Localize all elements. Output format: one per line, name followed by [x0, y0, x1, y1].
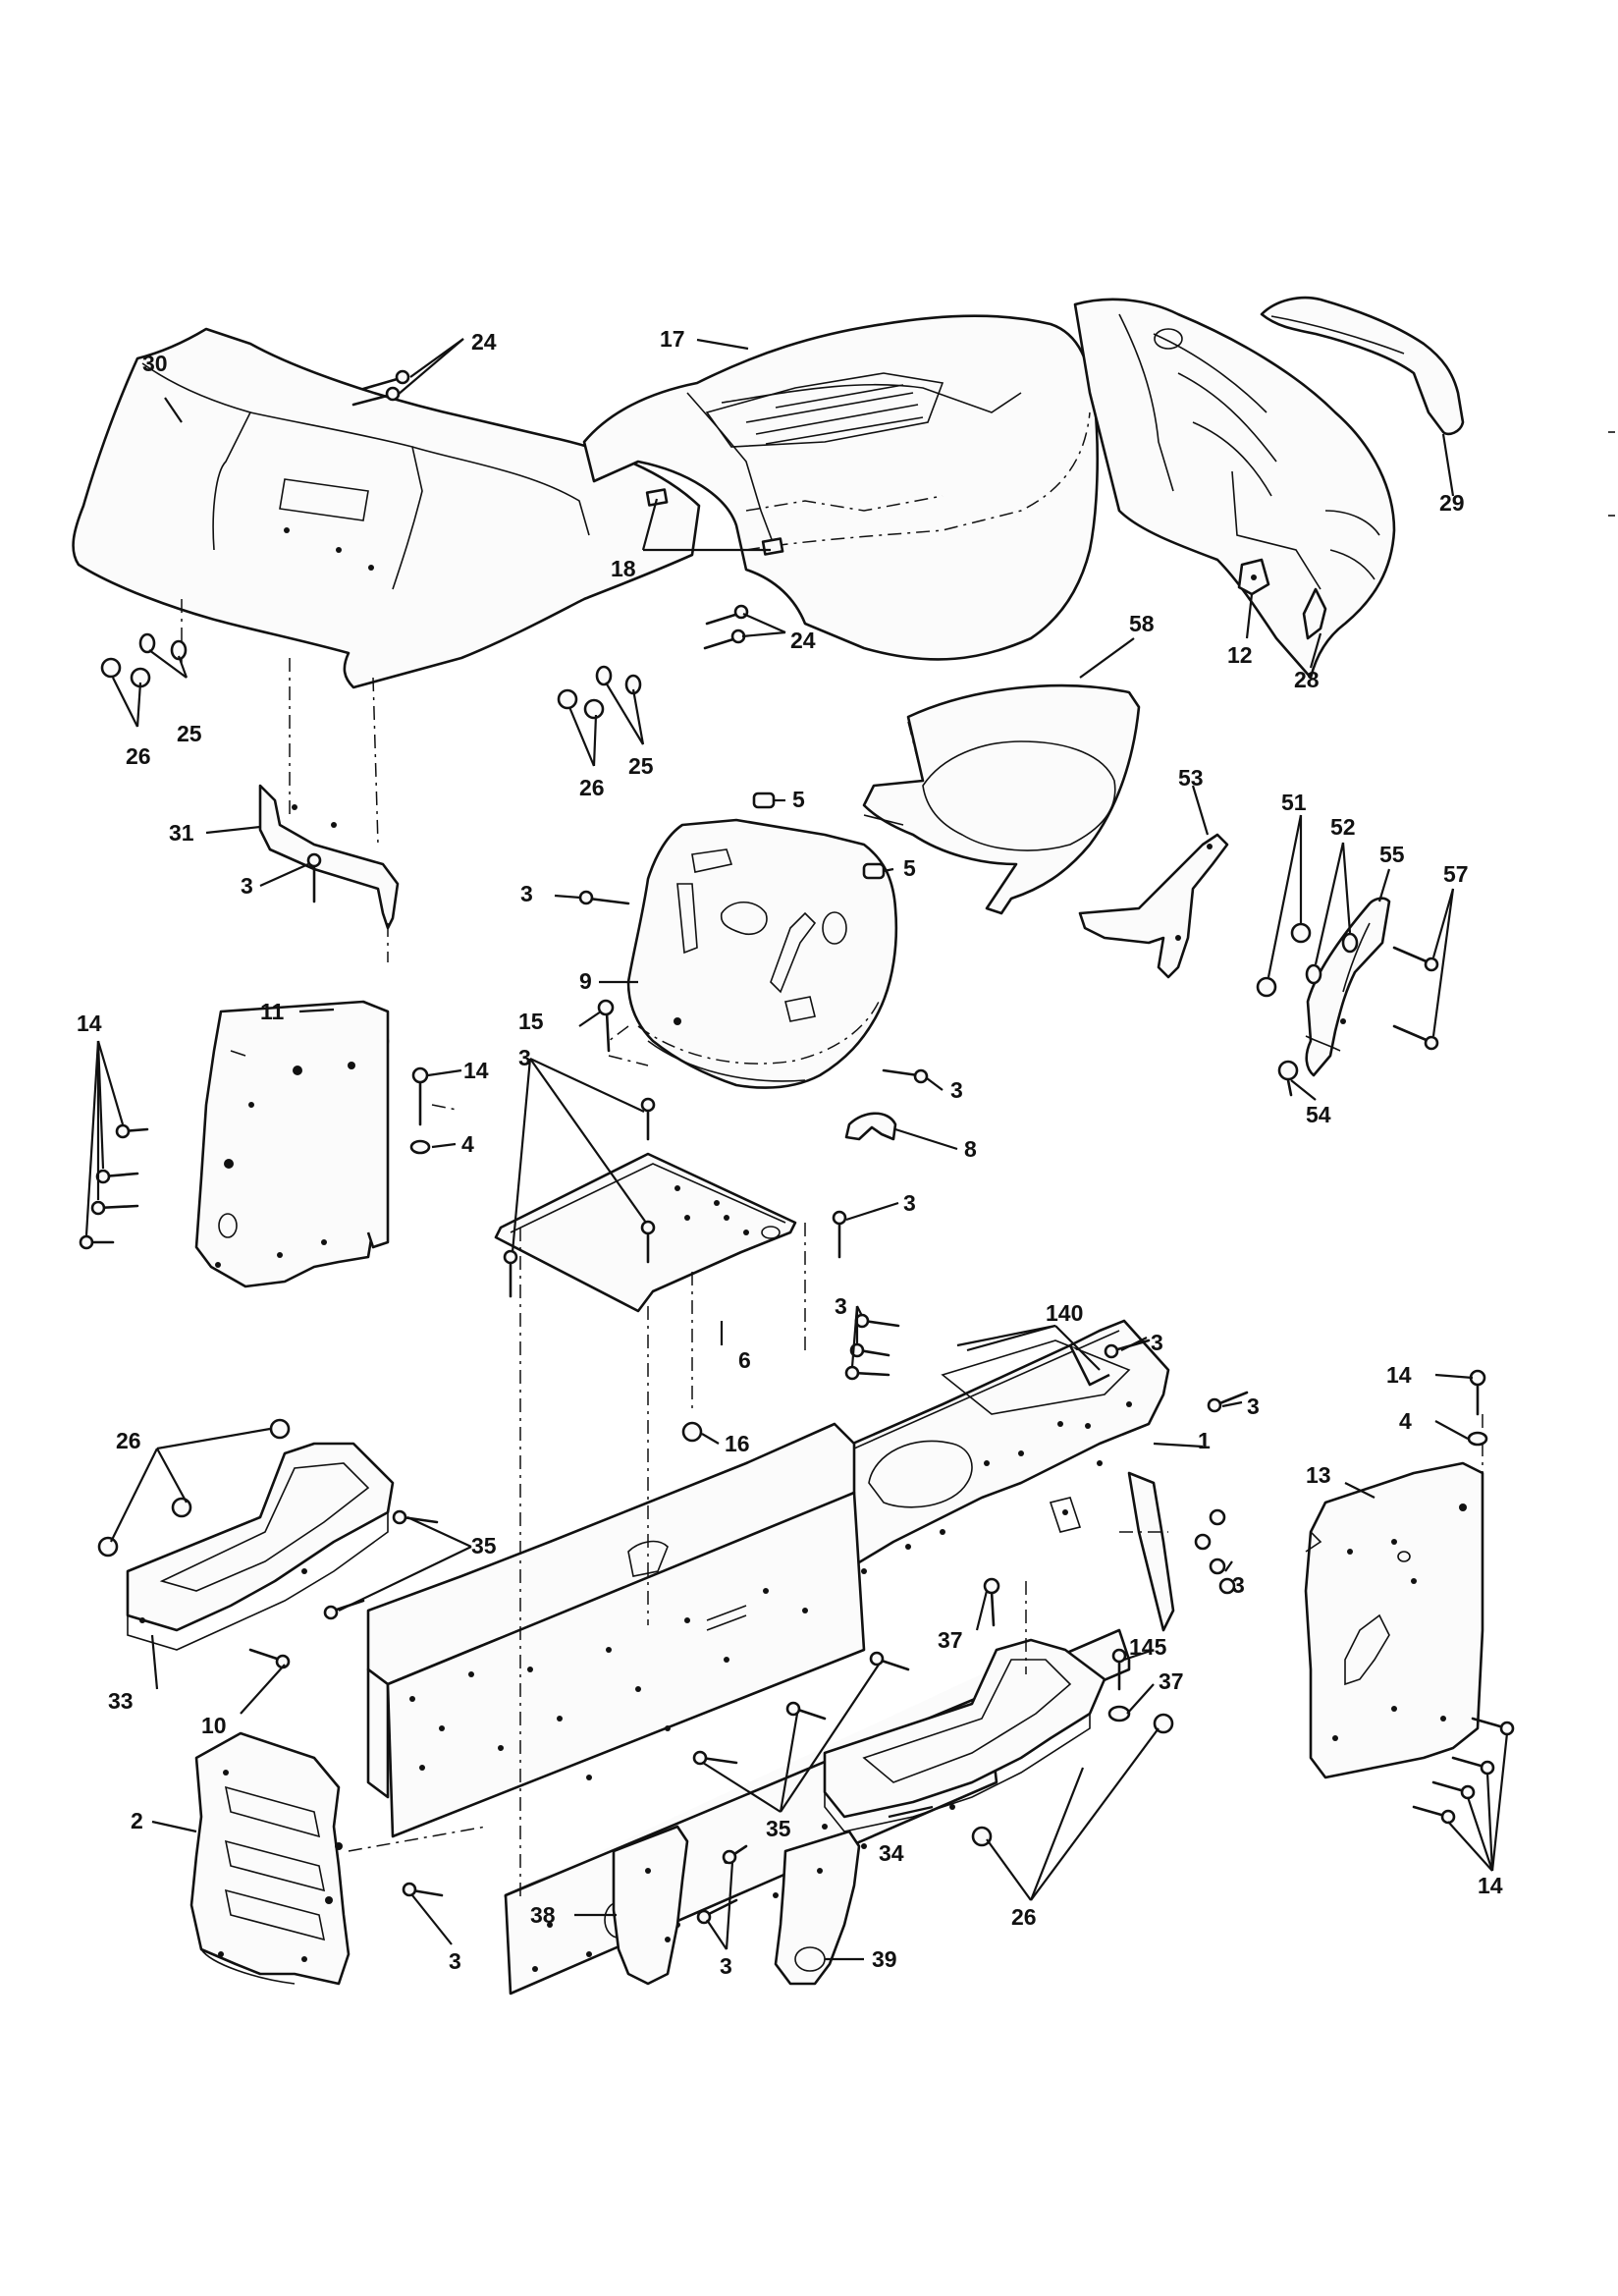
callout-6: 6 — [738, 1347, 751, 1373]
callout-31: 31 — [169, 820, 194, 846]
callout-55: 55 — [1379, 842, 1405, 867]
part-bracket-39 — [774, 1830, 861, 1986]
callout-33: 33 — [108, 1688, 134, 1714]
centerlines — [181, 599, 1483, 1900]
callout-3: 3 — [449, 1948, 461, 1974]
part-shroud — [862, 683, 1141, 915]
callout-2: 2 — [131, 1808, 143, 1833]
callout-9: 9 — [579, 968, 592, 994]
callout-11: 11 — [260, 999, 285, 1024]
part-footrest-left — [126, 1442, 395, 1651]
callout-14: 14 — [1478, 1873, 1503, 1898]
callout-15: 15 — [518, 1009, 544, 1034]
edge-marks — [1608, 431, 1615, 517]
callout-38: 38 — [530, 1902, 556, 1928]
callout-3: 3 — [1232, 1572, 1245, 1598]
callout-26: 26 — [116, 1428, 141, 1453]
callout-12: 12 — [1227, 642, 1253, 668]
part-hood-side — [1073, 298, 1396, 680]
callout-51: 51 — [1281, 790, 1307, 815]
part-footrest-right — [823, 1638, 1106, 1832]
callout-3: 3 — [1151, 1330, 1163, 1355]
callout-53: 53 — [1178, 765, 1204, 791]
callout-35: 35 — [471, 1533, 497, 1558]
callout-18: 18 — [611, 556, 636, 581]
callout-26: 26 — [126, 743, 151, 769]
fastener-bolts — [79, 369, 1515, 1925]
callout-30: 30 — [142, 351, 168, 376]
part-side-panel-left — [194, 1000, 390, 1288]
part-hood — [582, 314, 1100, 661]
callout-5: 5 — [903, 855, 916, 881]
callout-25: 25 — [628, 753, 654, 779]
part-side-panel-right — [1304, 1461, 1484, 1779]
callout-3: 3 — [520, 881, 533, 906]
callout-1: 1 — [1198, 1428, 1211, 1453]
leader-lines — [84, 338, 1509, 1961]
callout-10: 10 — [201, 1713, 227, 1738]
callout-54: 54 — [1306, 1102, 1331, 1127]
callout-13: 13 — [1306, 1462, 1331, 1488]
callout-26: 26 — [579, 775, 605, 800]
part-bracket-38 — [612, 1825, 689, 1986]
callout-58: 58 — [1129, 611, 1155, 636]
callout-14: 14 — [77, 1011, 102, 1036]
callout-3: 3 — [835, 1293, 847, 1319]
callout-145: 145 — [1129, 1634, 1167, 1660]
callout-14: 14 — [463, 1058, 489, 1083]
callout-140: 140 — [1046, 1300, 1083, 1326]
callout-3: 3 — [518, 1045, 531, 1070]
callout-24: 24 — [471, 329, 497, 355]
callout-39: 39 — [872, 1946, 897, 1972]
callout-3: 3 — [903, 1190, 916, 1216]
callout-25: 25 — [177, 721, 202, 746]
callout-24: 24 — [790, 628, 816, 653]
part-frame-rail-left — [366, 1422, 866, 1838]
callout-4: 4 — [1399, 1408, 1412, 1434]
callout-labels: 30 24 17 29 18 24 12 28 58 26 25 26 25 5… — [77, 326, 1503, 1979]
callout-4: 4 — [461, 1131, 474, 1157]
part-bracket-31 — [258, 784, 400, 930]
part-bracket-55 — [1305, 897, 1391, 1077]
callout-37: 37 — [938, 1627, 963, 1653]
callout-28: 28 — [1294, 667, 1320, 692]
callout-3: 3 — [1247, 1394, 1260, 1419]
callout-14: 14 — [1386, 1362, 1412, 1388]
callout-5: 5 — [792, 787, 805, 812]
part-grille-trim — [1260, 296, 1465, 436]
callout-34: 34 — [879, 1840, 904, 1866]
callout-35: 35 — [766, 1816, 791, 1841]
callout-16: 16 — [725, 1431, 750, 1456]
callout-3: 3 — [720, 1953, 732, 1979]
callout-3: 3 — [950, 1077, 963, 1103]
part-bracket-53 — [1078, 833, 1229, 979]
callout-37: 37 — [1159, 1668, 1184, 1694]
callout-17: 17 — [660, 326, 685, 352]
part-clip — [1237, 558, 1270, 596]
callout-29: 29 — [1439, 490, 1465, 516]
callout-3: 3 — [241, 873, 253, 899]
callout-8: 8 — [964, 1136, 977, 1162]
callout-57: 57 — [1443, 861, 1469, 887]
part-fender — [72, 327, 701, 689]
part-dash-panel — [626, 818, 898, 1089]
callout-52: 52 — [1330, 814, 1356, 840]
part-clamp — [844, 1112, 897, 1141]
callout-26: 26 — [1011, 1904, 1037, 1930]
part-rear-plate — [189, 1731, 351, 1986]
